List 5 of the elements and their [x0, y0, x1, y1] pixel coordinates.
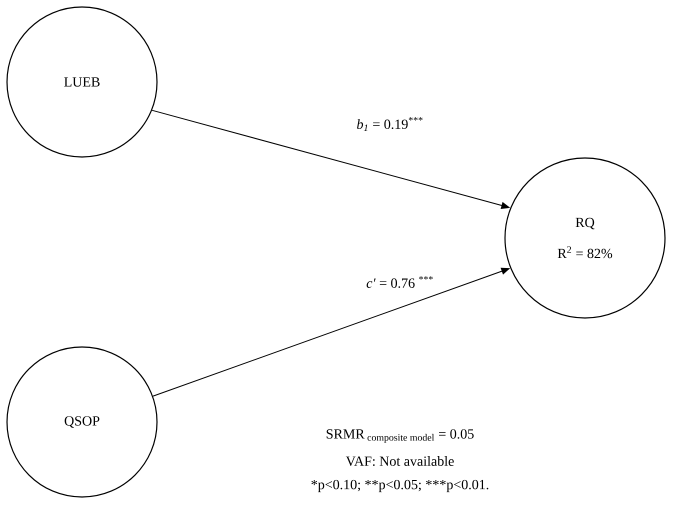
- edge-label: c′ = 0.76 $^{***}$: [365, 275, 435, 289]
- note-text: $\text{*p<0.10; **p<0.05; ***p<0.01.}$: [311, 480, 488, 492]
- note-text: $\text{SRMR}_{\text{ composite model}}\text{ = 0.05}$: [326, 429, 474, 443]
- note-text: VAF: Not available: [346, 456, 454, 466]
- edge-label: $\textit{b}_{\textit{1}}\text{ = 0.19}^{\text{***}}$: [356, 116, 424, 132]
